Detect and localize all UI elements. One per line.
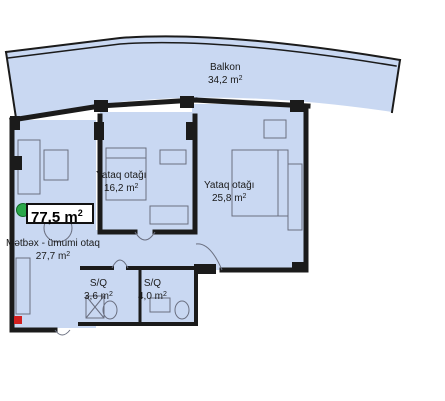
doors — [54, 231, 223, 336]
door-bedroom1 — [134, 231, 156, 241]
room-name: Mətbəx - ümumi otaq — [6, 238, 100, 249]
bathroom2-floor — [140, 270, 196, 322]
room-name: Yataq otağı — [204, 180, 255, 191]
pillars — [10, 96, 308, 274]
room-name: S/Q — [143, 278, 162, 289]
area-unit-exp: 2 — [109, 291, 113, 298]
room-area: 4,0 m — [138, 291, 164, 302]
room-name: Yataq otağı — [96, 170, 147, 181]
balcony-rail-outer — [4, 35, 402, 62]
bedroom2-floor — [192, 104, 306, 270]
room-area: 25,8 m — [211, 193, 243, 204]
room-name: S/Q — [89, 278, 108, 289]
pillar — [94, 122, 104, 140]
total-area-badge: 77,5 m2 — [26, 203, 94, 226]
pillar — [290, 100, 304, 112]
door-bedroom2 — [195, 243, 223, 271]
room-name: Balkon — [209, 62, 241, 73]
area-unit-exp: 2 — [238, 75, 243, 82]
balcony-end-left — [4, 50, 18, 120]
toilet1 — [102, 300, 118, 320]
area-unit-exp: 2 — [134, 183, 139, 190]
room-area: 16,2 m — [103, 183, 135, 194]
room-label-metbex: Mətbəx - ümumi otaq 27,7 m2 — [6, 238, 100, 262]
pillar — [10, 116, 20, 130]
room-area: 27,7 m — [35, 251, 67, 262]
room-area: 3,6 m — [84, 291, 110, 302]
wardrobe2 — [287, 163, 303, 231]
balcony-floor — [6, 36, 400, 118]
total-area-value: 77,5 m — [31, 209, 78, 226]
balcony-end-right — [390, 58, 402, 114]
furniture — [15, 119, 303, 320]
room-area: 34,2 m — [208, 75, 239, 86]
toilet2 — [174, 300, 190, 320]
armchair2 — [263, 119, 287, 139]
pillar — [180, 96, 194, 108]
coffee-table — [43, 149, 69, 181]
kitchen-floor-2 — [96, 230, 196, 270]
wall-north — [9, 97, 311, 123]
pillar — [194, 264, 216, 274]
area-unit-exp: 2 — [242, 193, 247, 200]
floor-areas — [6, 36, 400, 328]
room-label-balkon: Balkon 34,2 m2 — [208, 62, 242, 86]
bed1-pillows — [105, 147, 147, 159]
wall-bedroom1-east — [152, 113, 198, 235]
kitchen-counter — [15, 257, 31, 315]
sink2 — [149, 297, 171, 313]
room-label-sq2: S/Q 4,0 m2 — [138, 278, 167, 302]
door-bath1 — [111, 259, 129, 269]
wall-bedroom1-west — [97, 113, 138, 235]
shower1 — [85, 295, 105, 319]
walls — [4, 35, 402, 333]
entrance-marker — [14, 316, 22, 324]
door-entrance — [54, 329, 71, 336]
pillar — [12, 156, 22, 170]
balcony-rail-inner — [7, 41, 397, 67]
area-unit-exp: 2 — [66, 251, 71, 258]
room-label-yataq1: Yataq otağı 16,2 m2 — [96, 170, 146, 194]
pillar — [292, 262, 308, 272]
room-label-yataq2: Yataq otağı 25,8 m2 — [204, 180, 254, 204]
area-unit-exp: 2 — [163, 291, 167, 298]
pillar — [94, 100, 108, 112]
desk1 — [159, 149, 187, 165]
total-area-unit-exp: 2 — [77, 208, 83, 218]
pillar — [186, 122, 196, 140]
shower1-x2 — [85, 295, 105, 319]
room-label-sq1: S/Q 3,6 m2 — [84, 278, 113, 302]
wardrobe1 — [149, 205, 189, 225]
